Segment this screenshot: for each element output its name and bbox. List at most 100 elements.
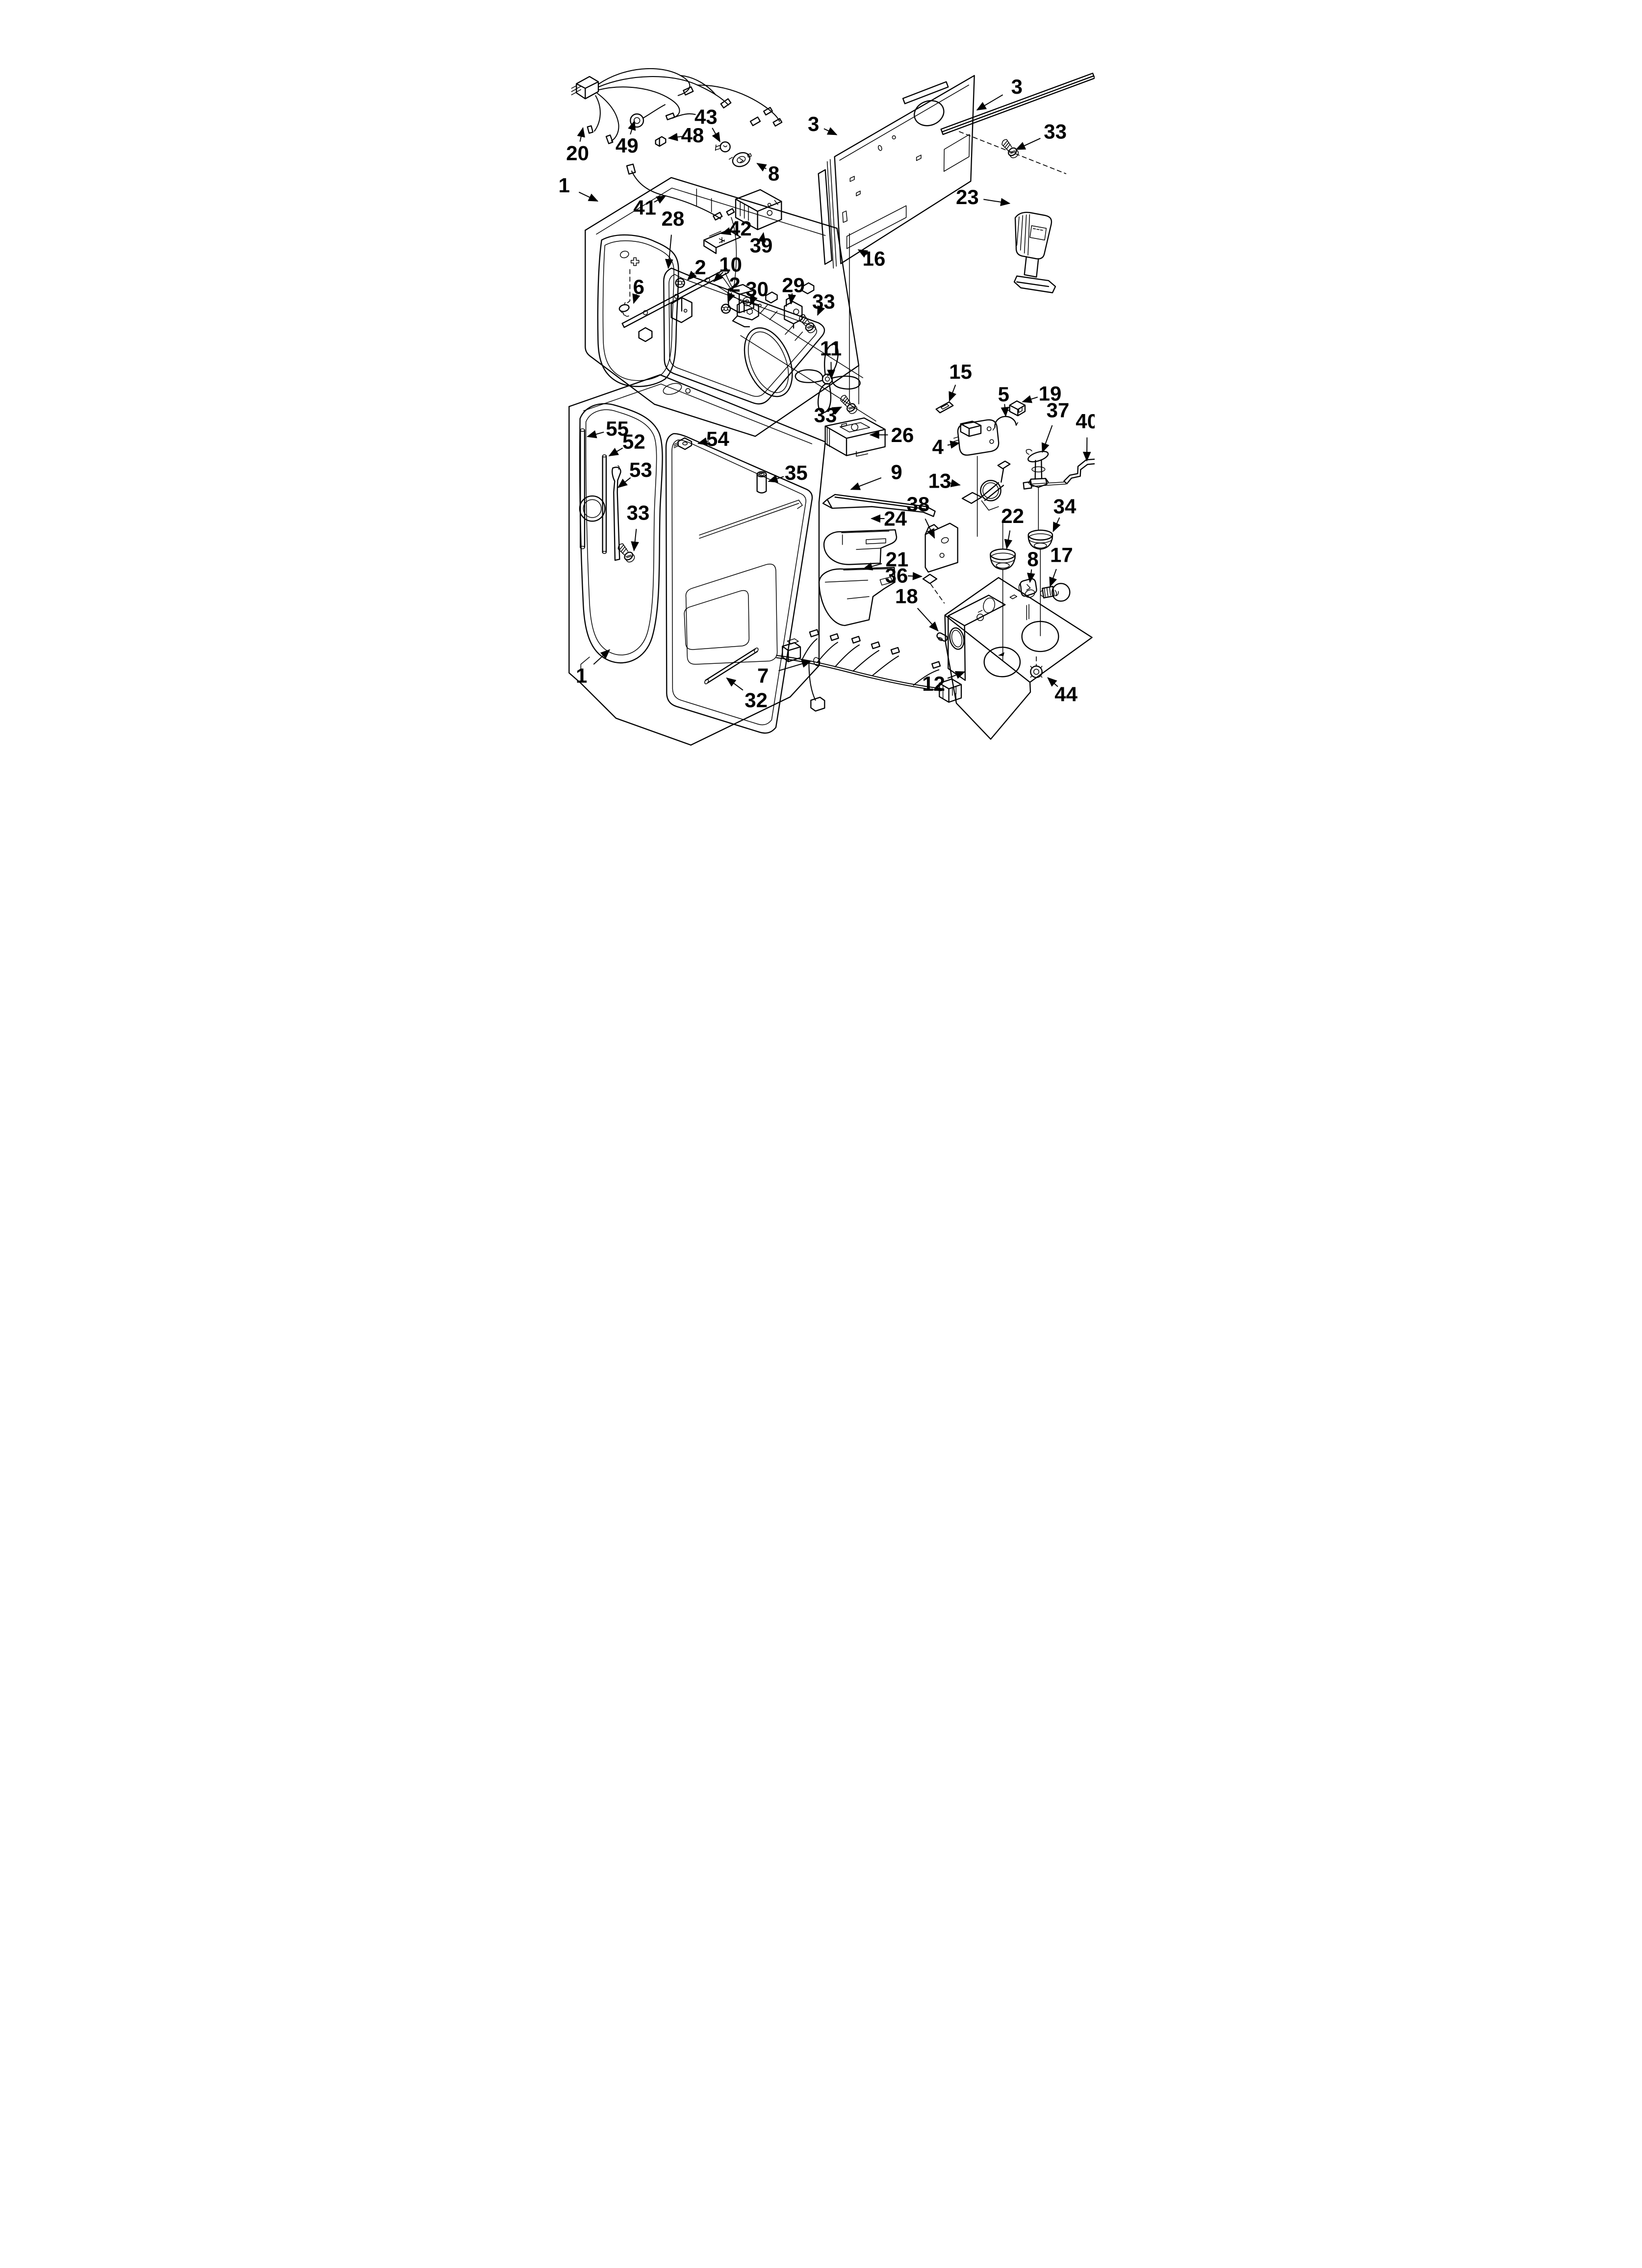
defrost-timer-4 bbox=[953, 419, 1000, 456]
callout-arrow bbox=[831, 406, 843, 415]
callout-arrow bbox=[778, 659, 812, 672]
part-number-label: 55 bbox=[606, 417, 629, 440]
callout-arrow bbox=[817, 305, 825, 316]
callout-arrow bbox=[727, 292, 735, 303]
callout-15-25: 15 bbox=[949, 360, 972, 402]
callout-10-16: 10 bbox=[713, 253, 742, 283]
callout-6-18: 6 bbox=[632, 275, 644, 304]
callout-arrow bbox=[917, 608, 939, 632]
callout-8-4: 8 bbox=[756, 162, 779, 185]
callout-3-6: 3 bbox=[976, 75, 1023, 111]
callout-arrow bbox=[654, 195, 667, 204]
callout-38-33: 38 bbox=[907, 493, 935, 539]
part-number-label: 48 bbox=[681, 124, 704, 147]
part-number-label: 5 bbox=[998, 383, 1009, 406]
callout-arrow bbox=[713, 271, 723, 283]
callout-21-35: 21 bbox=[862, 548, 908, 571]
part-number-label: 11 bbox=[820, 337, 842, 360]
part-number-label: 1 bbox=[576, 664, 587, 687]
callout-arrow bbox=[617, 477, 631, 488]
callout-arrow bbox=[665, 235, 673, 269]
callout-2-15: 2 bbox=[687, 256, 706, 281]
part-number-label: 37 bbox=[1047, 398, 1070, 421]
callout-arrow bbox=[750, 295, 758, 306]
tube-52 bbox=[602, 454, 607, 554]
callout-29-20: 29 bbox=[782, 274, 805, 305]
callout-13-31: 13 bbox=[928, 469, 961, 493]
callout-arrow bbox=[1001, 404, 1009, 417]
part-number-label: 2 bbox=[694, 256, 706, 279]
part-number-label: 34 bbox=[1053, 495, 1077, 518]
callout-arrow bbox=[631, 529, 639, 551]
part-number-label: 8 bbox=[768, 162, 779, 185]
bracket-42 bbox=[703, 229, 742, 254]
part-number-label: 54 bbox=[706, 427, 729, 450]
callout-arrow bbox=[608, 447, 623, 457]
callout-arrow bbox=[1047, 677, 1058, 687]
part-number-label: 42 bbox=[729, 217, 752, 240]
callout-arrow bbox=[1052, 517, 1061, 532]
callout-arrow bbox=[949, 479, 961, 488]
button-6 bbox=[618, 302, 630, 317]
grommet-2-left bbox=[675, 278, 685, 288]
callout-arrow bbox=[983, 198, 1011, 207]
callout-arrow bbox=[720, 227, 732, 235]
callout-arrow bbox=[632, 293, 641, 304]
callout-arrow bbox=[1015, 138, 1041, 150]
air-duct-21 bbox=[818, 567, 896, 626]
part-number-label: 40 bbox=[1076, 410, 1095, 433]
part-number-label: 3 bbox=[808, 112, 819, 135]
air-duct-24 bbox=[823, 529, 898, 565]
callout-41-11: 41 bbox=[633, 195, 667, 219]
callout-11-22: 11 bbox=[820, 337, 842, 380]
part-number-label: 33 bbox=[627, 501, 650, 524]
clip-48 bbox=[655, 136, 667, 147]
callout-8-40: 8 bbox=[1027, 547, 1039, 583]
callout-arrow bbox=[1041, 425, 1053, 453]
part-number-label: 52 bbox=[622, 430, 645, 453]
callout-34-39: 34 bbox=[1052, 495, 1077, 532]
callout-26-24: 26 bbox=[869, 423, 914, 446]
callout-20-0: 20 bbox=[566, 127, 589, 164]
callout-arrow bbox=[947, 441, 960, 449]
callout-9-32: 9 bbox=[850, 461, 902, 490]
part-number-label: 17 bbox=[1050, 544, 1073, 567]
lamp-socket-8-upper bbox=[728, 152, 752, 167]
part-number-label: 13 bbox=[928, 469, 951, 493]
callout-arrow bbox=[1027, 569, 1035, 583]
callout-40-29: 40 bbox=[1076, 410, 1095, 462]
part-number-label: 10 bbox=[719, 253, 742, 276]
callout-33-23: 33 bbox=[814, 404, 843, 427]
part-number-label: 44 bbox=[1054, 682, 1078, 705]
parts-diagram-canvas: 2049484383333231614128423921026302933113… bbox=[547, 0, 1095, 756]
callout-5-26: 5 bbox=[998, 383, 1009, 417]
callout-arrow bbox=[726, 678, 744, 691]
callout-23-8: 23 bbox=[956, 185, 1011, 209]
part-number-label: 22 bbox=[1001, 504, 1024, 527]
part-number-label: 24 bbox=[884, 507, 907, 530]
wire-harness-7 bbox=[776, 629, 962, 712]
callout-arrow bbox=[947, 671, 966, 679]
callout-35-49: 35 bbox=[768, 461, 808, 484]
callout-arrow bbox=[758, 232, 766, 243]
bulb-43 bbox=[715, 141, 731, 153]
callout-36-36: 36 bbox=[885, 564, 923, 587]
callout-42-13: 42 bbox=[720, 217, 752, 240]
light-bulb-17 bbox=[1040, 583, 1071, 602]
callout-arrow bbox=[756, 163, 767, 172]
callout-53-46: 53 bbox=[617, 458, 652, 488]
callout-48-2: 48 bbox=[667, 124, 704, 147]
callout-arrow bbox=[628, 120, 636, 135]
callout-30-19: 30 bbox=[745, 278, 769, 306]
callout-55-44: 55 bbox=[587, 417, 629, 440]
callout-arrow bbox=[850, 477, 882, 490]
part-number-label: 30 bbox=[745, 278, 769, 301]
fridge-gasket-liner bbox=[579, 403, 663, 664]
plate-36 bbox=[922, 574, 945, 604]
part-number-label: 35 bbox=[785, 461, 808, 484]
callout-4-30: 4 bbox=[932, 436, 960, 459]
part-number-label: 33 bbox=[1044, 120, 1067, 143]
callout-arrow bbox=[924, 518, 935, 539]
part-number-label: 53 bbox=[629, 458, 652, 481]
